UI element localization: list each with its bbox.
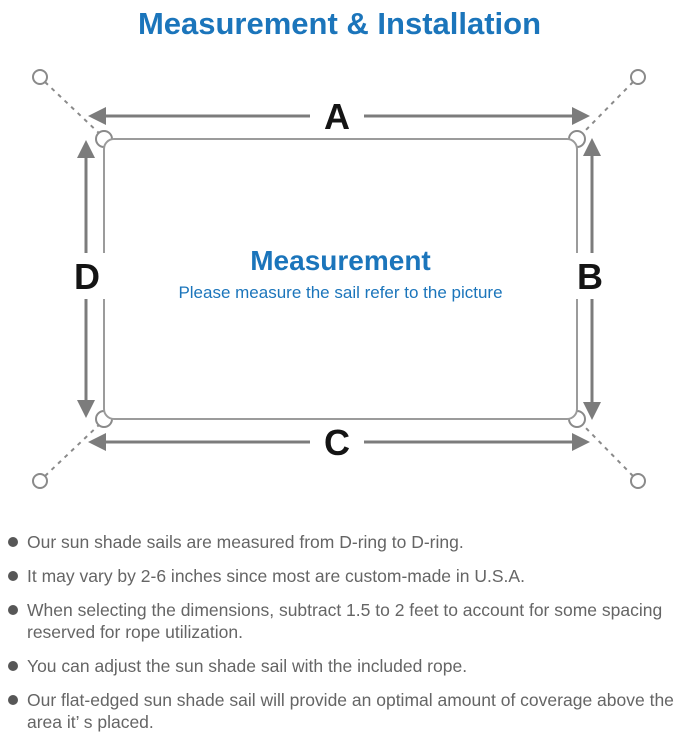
tether-line-top-right: [580, 81, 634, 136]
anchor-ring-top-right: [630, 69, 646, 85]
tether-line-bottom-left: [44, 422, 102, 477]
dimension-label-c: C: [324, 422, 350, 463]
note-text: You can adjust the sun shade sail with t…: [27, 656, 468, 677]
sail-outline: [103, 138, 578, 420]
page-title: Measurement & Installation: [137, 6, 542, 41]
note-text: Our sun shade sails are measured from D-…: [27, 532, 464, 552]
dimension-label-b: B: [577, 256, 603, 297]
corner-tether-lines: [44, 81, 634, 477]
bullet-icon: [8, 695, 18, 706]
dimension-label-a: A: [324, 96, 350, 137]
notes-list: Our sun shade sails are measured from D-…: [8, 531, 675, 733]
note-item: It may vary by 2-6 inches since most are…: [8, 565, 675, 587]
label-halo-d: [64, 253, 110, 299]
arrowhead-right-bottom: [583, 402, 601, 420]
label-halo-c: [310, 421, 364, 463]
dimension-label-d: D: [74, 256, 100, 297]
label-halo-a: [310, 95, 364, 137]
note-item: You can adjust the sun shade sail with t…: [8, 655, 675, 677]
bullet-icon: [8, 571, 18, 582]
bullet-icon: [8, 537, 18, 547]
note-text: It may vary by 2-6 inches since most are…: [27, 566, 525, 587]
anchor-ring-bottom-right: [630, 473, 646, 489]
arrowhead-top-left: [88, 107, 106, 125]
tether-line-top-left: [44, 81, 102, 136]
arrowhead-bottom-right: [572, 433, 590, 451]
arrowhead-left-bottom: [77, 400, 95, 418]
note-text: Our flat-edged sun shade sail will provi…: [27, 690, 674, 733]
dimension-labels: A B C D: [64, 95, 613, 463]
bullet-icon: [8, 661, 18, 672]
arrowhead-left-top: [77, 140, 95, 158]
bullet-icon: [8, 605, 18, 616]
note-item: Our flat-edged sun shade sail will provi…: [8, 689, 675, 733]
tether-line-bottom-right: [580, 422, 634, 477]
anchor-ring-top-left: [32, 69, 48, 85]
note-item: Our sun shade sails are measured from D-…: [8, 531, 675, 553]
arrowhead-top-right: [572, 107, 590, 125]
label-halo-b: [567, 253, 613, 299]
anchor-ring-bottom-left: [32, 473, 48, 489]
note-item: When selecting the dimensions, subtract …: [8, 599, 675, 643]
arrowhead-right-top: [583, 138, 601, 156]
note-text: When selecting the dimensions, subtract …: [27, 600, 663, 643]
diagram-canvas: A B C D: [32, 69, 646, 489]
measurement-diagram: A B C D Measurement Please measure the s…: [0, 49, 679, 517]
arrowhead-bottom-left: [88, 433, 106, 451]
anchor-points: [32, 69, 646, 489]
